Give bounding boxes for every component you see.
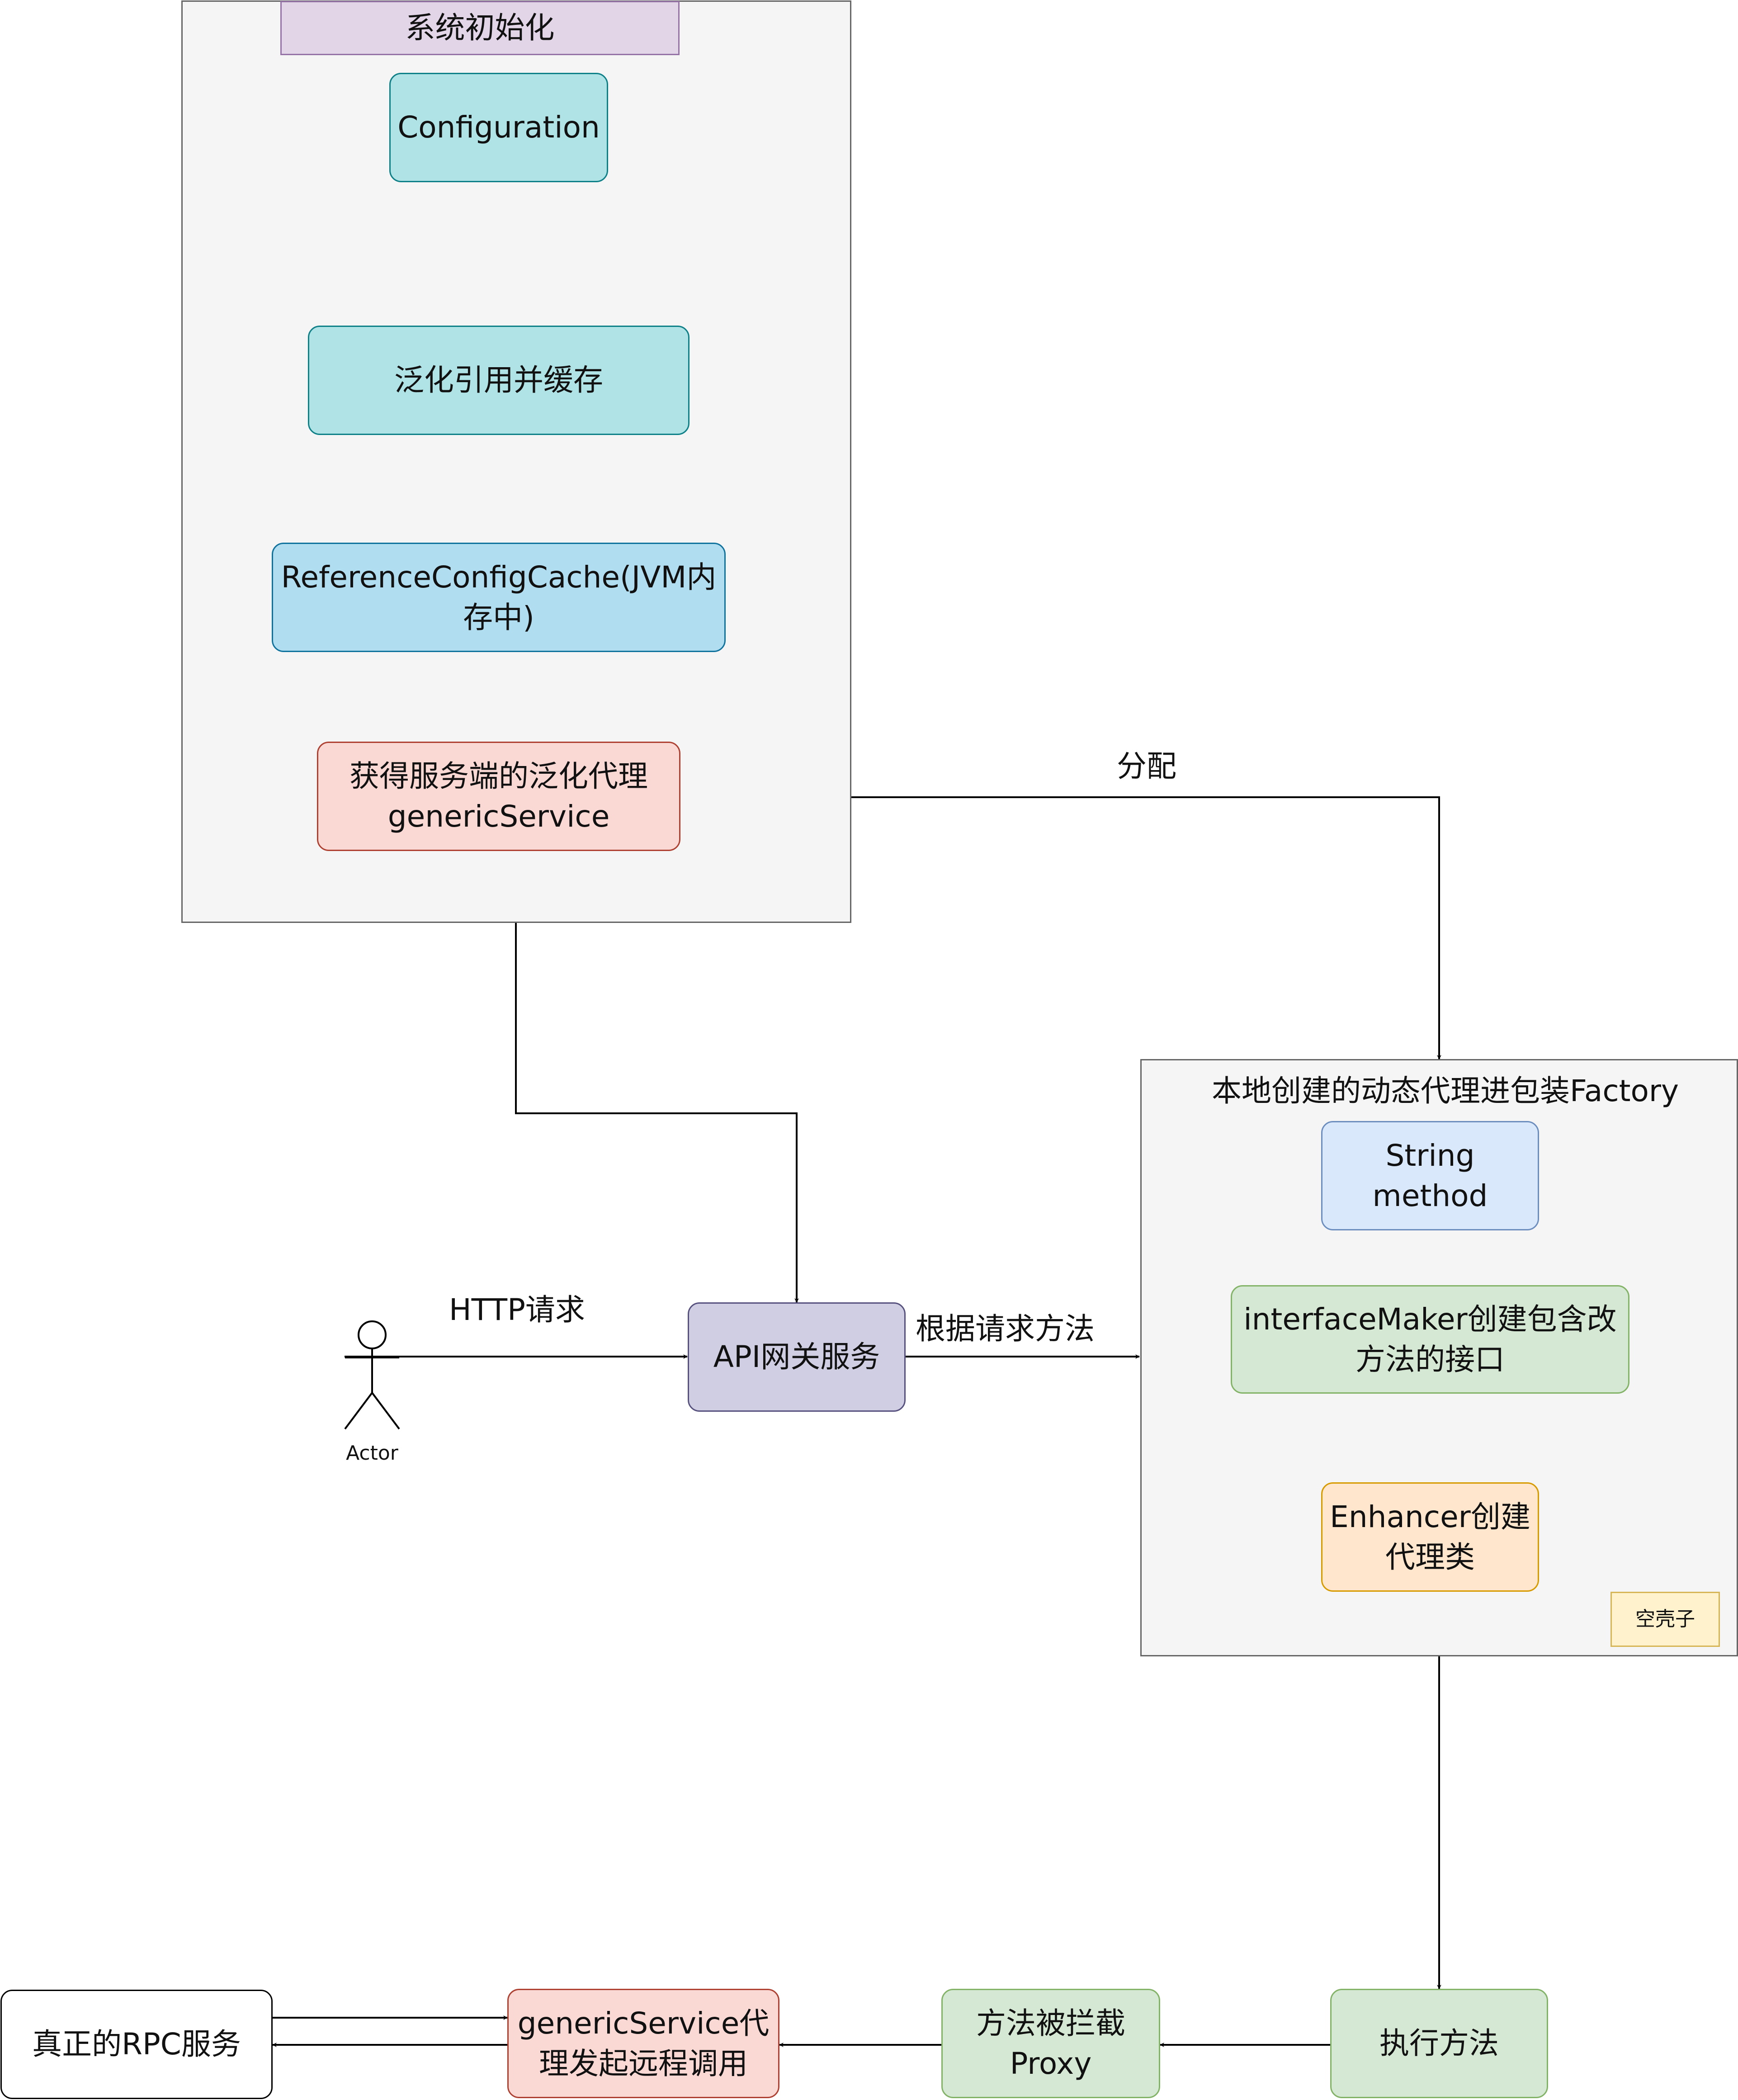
edge-init-to-gateway: [515, 922, 799, 1303]
real-rpc-service-node[interactable]: 真正的RPC服务: [0, 1990, 273, 2099]
configuration-node[interactable]: Configuration: [389, 73, 608, 182]
by-method-label: 根据请求方法: [916, 1311, 1095, 1346]
intercepted-proxy-node[interactable]: 方法被拦截Proxy: [941, 1989, 1160, 2098]
empty-shell-note: 空壳子: [1610, 1592, 1720, 1647]
api-gateway-node[interactable]: API网关服务: [688, 1302, 906, 1412]
generic-service-node[interactable]: 获得服务端的泛化代理genericService: [317, 742, 680, 851]
actor-icon: [344, 1320, 400, 1430]
interface-maker-node[interactable]: interfaceMaker创建包含改方法的接口: [1231, 1285, 1629, 1394]
init-title: 系统初始化: [280, 1, 680, 55]
generic-ref-cache-node[interactable]: 泛化引用并缓存: [308, 326, 690, 435]
assign-label: 分配: [1117, 749, 1176, 784]
edge-generic-to-factory: [679, 796, 1441, 1059]
actor-label: Actor: [346, 1442, 398, 1465]
execute-method-node[interactable]: 执行方法: [1330, 1989, 1548, 2098]
string-method-node[interactable]: String method: [1321, 1121, 1539, 1230]
reference-config-cache-node[interactable]: ReferenceConfigCache(JVM内存中): [272, 543, 726, 652]
enhancer-node[interactable]: Enhancer创建代理类: [1321, 1482, 1539, 1592]
http-request-label: HTTP请求: [449, 1292, 585, 1327]
remote-call-node[interactable]: genericService代理发起远程调用: [507, 1989, 779, 2098]
factory-title: 本地创建的动态代理进包装Factory: [1212, 1074, 1679, 1108]
